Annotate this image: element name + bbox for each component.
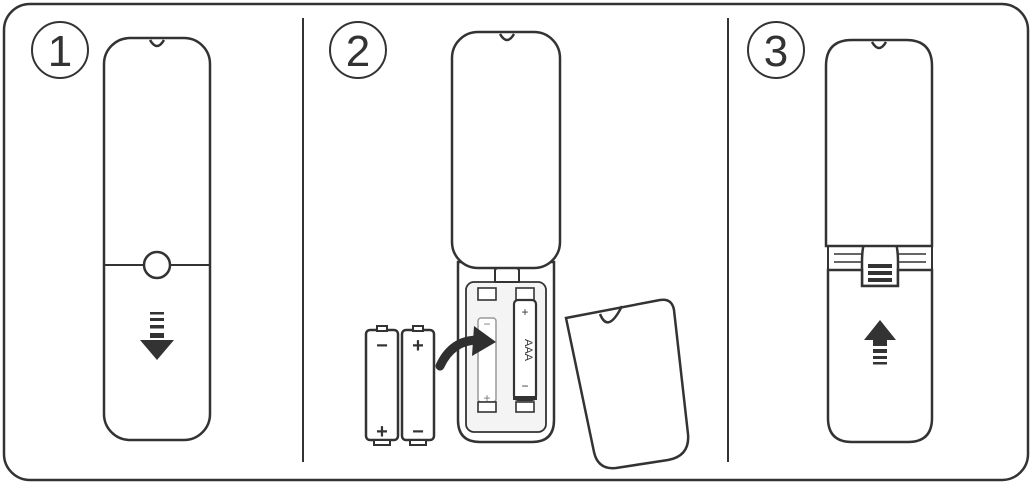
step-2-circle: [329, 21, 387, 79]
loose-right-minus: −: [412, 421, 424, 443]
compartment-top-tab: [477, 287, 497, 301]
gap-latch-teeth: [868, 264, 892, 282]
loose-battery-left: − +: [364, 325, 400, 446]
loose-battery-right: + −: [400, 325, 436, 446]
slot-right-plus: +: [521, 305, 528, 319]
cover-latch-notch: [598, 305, 624, 324]
remote-body: [102, 36, 212, 442]
remote-top-section-3: [824, 38, 934, 248]
slot-right-battery: + AAA −: [512, 298, 538, 402]
cover-outline: [564, 298, 690, 470]
loose-right-plus: +: [412, 335, 424, 357]
remote-top-notch-3: [870, 41, 888, 50]
step-1-panel: 1: [31, 21, 212, 442]
cover-latch: [142, 250, 172, 280]
slot-right-type: AAA: [522, 339, 534, 362]
compartment-bottom-tab-2: [515, 401, 535, 413]
arrow-down-icon: [140, 312, 174, 360]
curved-arrow-icon: [435, 326, 496, 371]
arrow-up-icon: [864, 320, 896, 365]
remote-top-notch-2: [498, 33, 516, 42]
slot-left-minus: −: [483, 317, 490, 331]
step-3-panel: 3: [747, 21, 934, 444]
remote-closing: [824, 38, 934, 444]
step-1-number: 1: [48, 27, 72, 76]
compartment-top-tab-2: [515, 287, 535, 301]
step-2-panel: 2 − + + AAA −: [329, 21, 690, 470]
step-2-number: 2: [346, 27, 370, 76]
slot-right-minus: −: [521, 379, 528, 393]
slot-left-plus: +: [483, 391, 490, 405]
compartment-bottom-tab: [477, 401, 497, 413]
battery-compartment: − + + AAA −: [456, 260, 556, 444]
slot-left-battery: − +: [477, 317, 497, 405]
loose-left-plus: +: [376, 421, 388, 443]
remote-top-section: [450, 30, 562, 270]
removed-battery-cover: [564, 298, 690, 470]
step-1-circle: [31, 21, 89, 79]
loose-left-minus: −: [376, 335, 388, 357]
step-3-number: 3: [764, 27, 788, 76]
remote-upper-body: [450, 30, 562, 270]
remote-closed: [102, 36, 212, 442]
step-3-circle: [747, 21, 805, 79]
remote-top-notch: [148, 39, 166, 48]
